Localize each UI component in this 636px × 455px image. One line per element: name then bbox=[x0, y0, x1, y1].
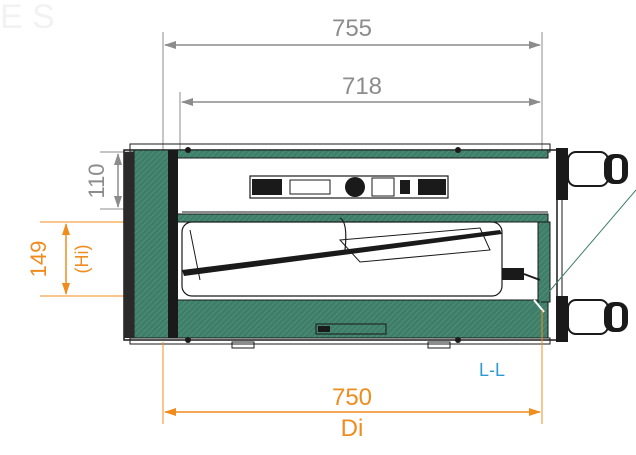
section-label: L-L bbox=[479, 360, 505, 380]
dimension-label-718: 718 bbox=[342, 73, 382, 100]
dimension-label-hi: (Hi) bbox=[72, 245, 92, 274]
section-leader-line bbox=[529, 189, 636, 315]
connector-cable bbox=[502, 268, 541, 281]
dimension-label-di: Di bbox=[341, 415, 364, 442]
dimension-inner-width: 718 bbox=[179, 73, 541, 150]
right-wall-section bbox=[537, 221, 551, 303]
latch-mechanism bbox=[249, 175, 449, 199]
wheel-assembly-bottom bbox=[556, 296, 628, 342]
dimension-overall-width: 755 bbox=[162, 15, 543, 150]
dimension-label-110: 110 bbox=[84, 163, 109, 198]
dimension-top-height: 110 bbox=[84, 151, 138, 210]
bottom-base-section bbox=[175, 299, 549, 339]
label-plate bbox=[315, 323, 387, 335]
dimension-label-750: 750 bbox=[332, 384, 372, 411]
sloped-insert bbox=[182, 217, 502, 281]
wheel-assembly-top bbox=[556, 148, 628, 200]
dimension-label-755: 755 bbox=[332, 15, 372, 42]
watermark-fragment: E S bbox=[0, 0, 55, 36]
inner-tray bbox=[181, 221, 503, 297]
dimension-inner-depth: 750 Di bbox=[162, 310, 543, 442]
case-section-view bbox=[123, 143, 558, 349]
foot-left bbox=[231, 341, 255, 349]
top-lid-section bbox=[175, 149, 549, 159]
dimension-label-149: 149 bbox=[26, 241, 51, 278]
foot-right bbox=[427, 341, 451, 349]
